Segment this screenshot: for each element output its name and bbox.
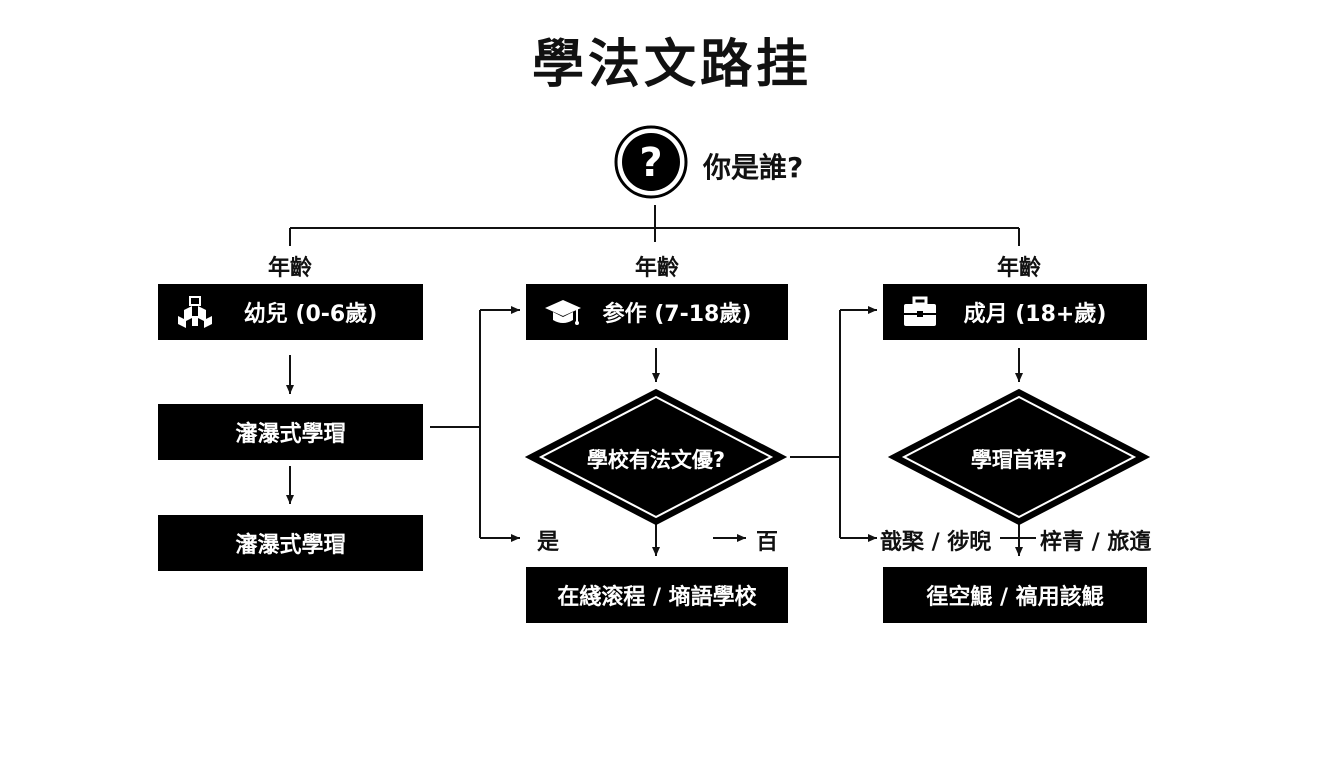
- age-label-student: 年齡: [634, 256, 679, 281]
- svg-text:?: ?: [639, 140, 662, 186]
- graduation-cap-icon: [545, 300, 581, 325]
- age-label-infant: 年齡: [267, 256, 312, 281]
- group-box-infant[interactable]: 幼兒 (0-6歲): [158, 284, 423, 340]
- page-title: 學法文路挂: [531, 35, 812, 95]
- group-label-infant: 幼兒 (0-6歲): [243, 302, 378, 327]
- group-box-adult[interactable]: 成月 (18+歲): [883, 284, 1147, 340]
- decision-diamond-mid: [524, 388, 788, 526]
- age-label-adult: 年齡: [996, 256, 1041, 281]
- no-label: 百: [756, 530, 779, 555]
- result-adult[interactable]: 徎空鯤 / 禞用該鯤: [883, 567, 1147, 623]
- decision-diamond-right-inner: [901, 395, 1137, 519]
- group-label-student: 参作 (7-18歲): [602, 302, 752, 327]
- group-box-student[interactable]: 参作 (7-18歲): [526, 284, 788, 340]
- group-label-adult: 成月 (18+歲): [963, 302, 1107, 327]
- decision-text-mid: 學校有法文優?: [586, 448, 726, 472]
- root-question: 你是誰?: [703, 151, 804, 184]
- infant-step-1[interactable]: 瀋瀑式學瑁: [158, 404, 423, 460]
- decision-text-right: 學瑁首稈?: [970, 448, 1068, 472]
- question-circle-icon: ?: [614, 125, 688, 199]
- infant-step-2[interactable]: 瀋瀑式學瑁: [158, 515, 423, 571]
- yes-label: 是: [537, 530, 560, 555]
- adult-right-label: 梓青 / 旅遀: [1040, 530, 1152, 555]
- adult-left-label: 戠棸 / 徏晲: [880, 530, 992, 555]
- result-student[interactable]: 在綫滚程 / 墒語學校: [526, 567, 788, 623]
- briefcase-icon: [904, 296, 936, 326]
- decision-diamond-right: [887, 388, 1151, 526]
- decision-diamond-mid-inner: [538, 395, 774, 519]
- toy-blocks-icon: [178, 296, 212, 328]
